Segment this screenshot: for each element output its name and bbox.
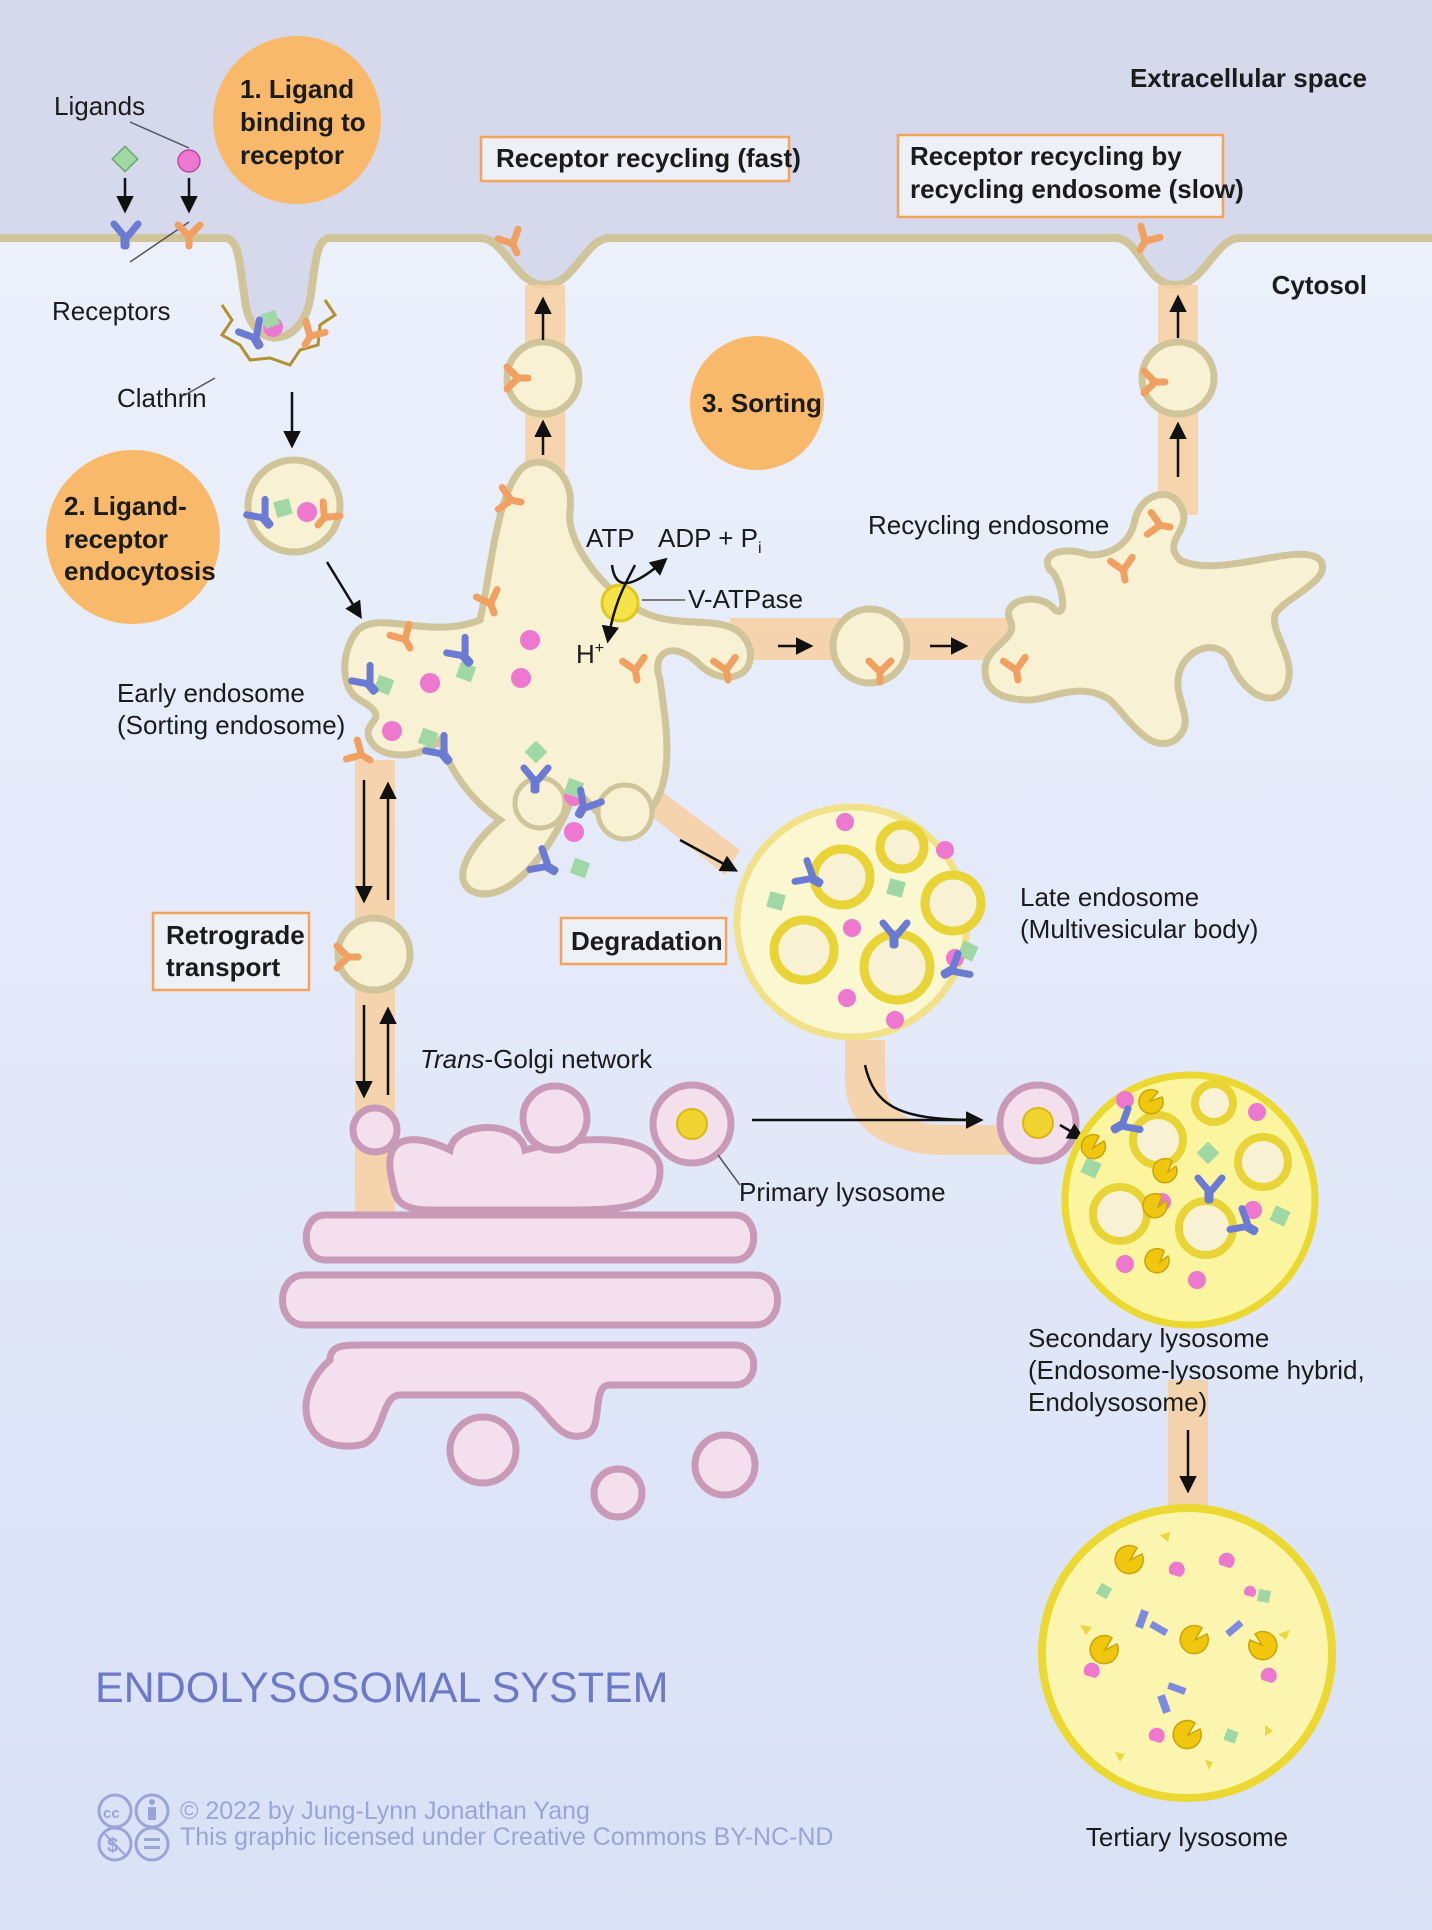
h-plus-label: H+ <box>576 639 604 669</box>
ligand-green-icon <box>111 145 139 173</box>
cytosol-label: Cytosol <box>1272 270 1367 300</box>
receptors-label: Receptors <box>52 296 171 326</box>
recycling-endosome-label: Recycling endosome <box>868 510 1109 540</box>
credit-license: This graphic licensed under Creative Com… <box>180 1823 834 1851</box>
transit-vesicle <box>778 605 969 687</box>
degradation-box: Degradation <box>559 916 728 966</box>
diagram-title: ENDOLYSOSOMAL SYSTEM <box>95 1664 668 1712</box>
step-2-line-3: endocytosis <box>64 556 216 586</box>
step-2-line-2: receptor <box>64 524 168 554</box>
receptor-recycling-slow-box: Receptor recycling by recycling endosome… <box>896 133 1244 219</box>
retrograde-line-1: Retrograde <box>166 920 305 950</box>
ligands-receptors-legend: Ligands Receptors <box>52 91 200 326</box>
late-endosome-line-2: (Multivesicular body) <box>1020 914 1258 944</box>
step-3-line-1: 3. Sorting <box>702 388 822 418</box>
v-atpase-label: V-ATPase <box>688 584 803 614</box>
step-2-circle: 2. Ligand- receptor endocytosis <box>46 450 220 624</box>
endocytic-vesicle <box>247 456 362 619</box>
recycling-slow-line-2: recycling endosome (slow) <box>910 174 1244 204</box>
early-endosome-line-2: (Sorting endosome) <box>117 710 345 740</box>
nc-icon: $ <box>97 1826 133 1862</box>
retrograde-vesicle: Trans-Golgi network <box>337 780 653 1099</box>
credit-author: © 2022 by Jung-Lynn Jonathan Yang <box>180 1797 590 1825</box>
recycling-fast-label: Receptor recycling (fast) <box>496 143 801 173</box>
step-1-line-1: 1. Ligand <box>240 74 354 104</box>
primary-lysosome-label: Primary lysosome <box>739 1177 946 1207</box>
fast-recycling-vesicles <box>498 229 583 455</box>
secondary-lysosome: Secondary lysosome (Endosome-lysosome hy… <box>996 1071 1365 1494</box>
adp-label: ADP + Pi <box>658 523 762 557</box>
step-1-circle: 1. Ligand binding to receptor <box>213 36 381 204</box>
receptor-recycling-fast-box: Receptor recycling (fast) <box>479 135 801 183</box>
step-1-line-2: binding to <box>240 107 366 137</box>
late-endosome-line-1: Late endosome <box>1020 882 1199 912</box>
tertiary-lysosome: Tertiary lysosome <box>1038 1504 1336 1852</box>
extracellular-space-label: Extracellular space <box>1130 63 1367 93</box>
clathrin-coated-pit: Clathrin <box>117 299 338 449</box>
secondary-lysosome-line-3: Endolysosome) <box>1028 1387 1207 1417</box>
secondary-lysosome-line-2: (Endosome-lysosome hybrid, <box>1028 1355 1365 1385</box>
license-icons: cc $ <box>97 1793 170 1862</box>
late-endosome: Late endosome (Multivesicular body) <box>679 803 1258 1129</box>
recycling-endosome: Recycling endosome <box>868 490 1326 748</box>
recycling-slow-line-1: Receptor recycling by <box>910 141 1182 171</box>
retrograde-transport-box: Retrograde transport <box>151 911 311 992</box>
early-endosome: Early endosome (Sorting endosome) <box>117 458 754 898</box>
svg-text:$: $ <box>107 1835 118 1857</box>
clathrin-label: Clathrin <box>117 383 207 413</box>
v-atpase: V-ATPase ATP ADP + Pi H+ <box>576 523 803 669</box>
step-1-line-3: receptor <box>240 140 344 170</box>
early-endosome-cargo <box>346 488 739 881</box>
degradation-label: Degradation <box>571 926 723 956</box>
plasma-membrane <box>0 234 1432 342</box>
step-2-line-1: 2. Ligand- <box>64 491 187 521</box>
trans-golgi-network <box>279 1082 781 1521</box>
tertiary-lysosome-label: Tertiary lysosome <box>1086 1822 1288 1852</box>
slow-recycling-vesicles <box>1130 226 1218 477</box>
svg-text:cc: cc <box>103 1805 120 1822</box>
nd-icon <box>134 1826 170 1862</box>
step-3-circle: 3. Sorting <box>690 336 824 470</box>
primary-lysosome: Primary lysosome <box>649 1081 984 1207</box>
ligands-label: Ligands <box>54 91 145 121</box>
secondary-lysosome-line-1: Secondary lysosome <box>1028 1323 1269 1353</box>
atp-label: ATP <box>586 523 635 553</box>
retrograde-line-2: transport <box>166 952 280 982</box>
tgn-label: Trans-Golgi network <box>420 1044 653 1074</box>
early-endosome-line-1: Early endosome <box>117 678 305 708</box>
ligand-pink-icon <box>177 149 201 173</box>
